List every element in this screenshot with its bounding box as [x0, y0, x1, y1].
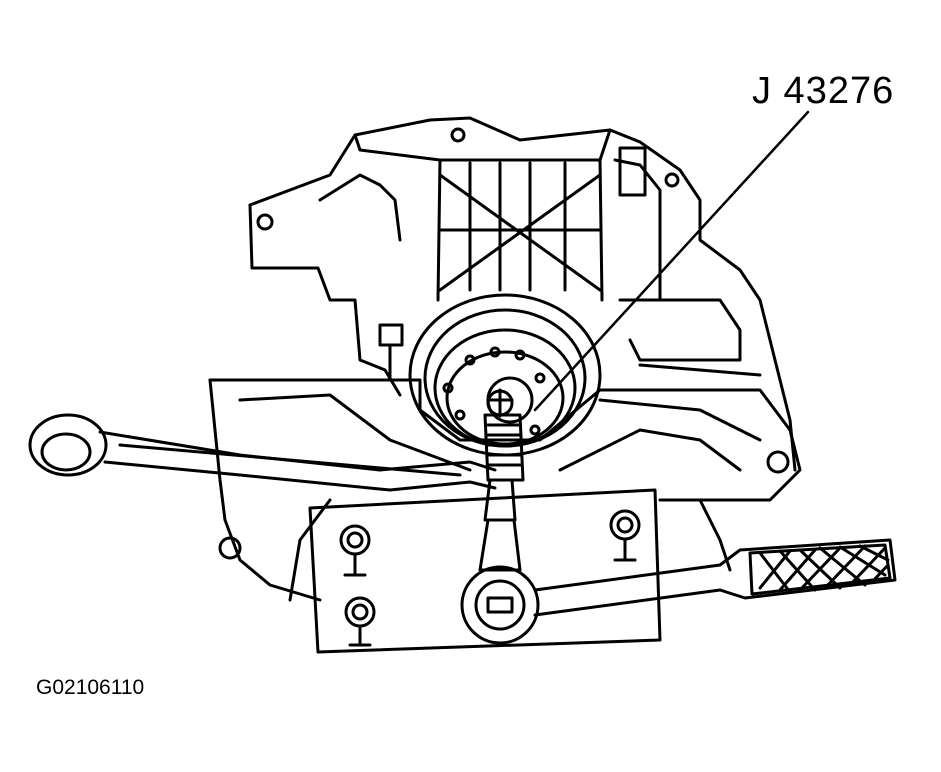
- engine-block: [248, 116, 797, 472]
- forcing-screw: [478, 413, 525, 572]
- figure-code: G02106110: [36, 676, 145, 699]
- box-end-wrench: [28, 413, 497, 492]
- crankshaft-pulley: [408, 293, 602, 457]
- ratchet-handle: [460, 538, 897, 645]
- callout-leader-line: [533, 110, 810, 412]
- holding-tool-plate: [308, 488, 662, 654]
- callout-label-tool-number: J 43276: [752, 70, 895, 112]
